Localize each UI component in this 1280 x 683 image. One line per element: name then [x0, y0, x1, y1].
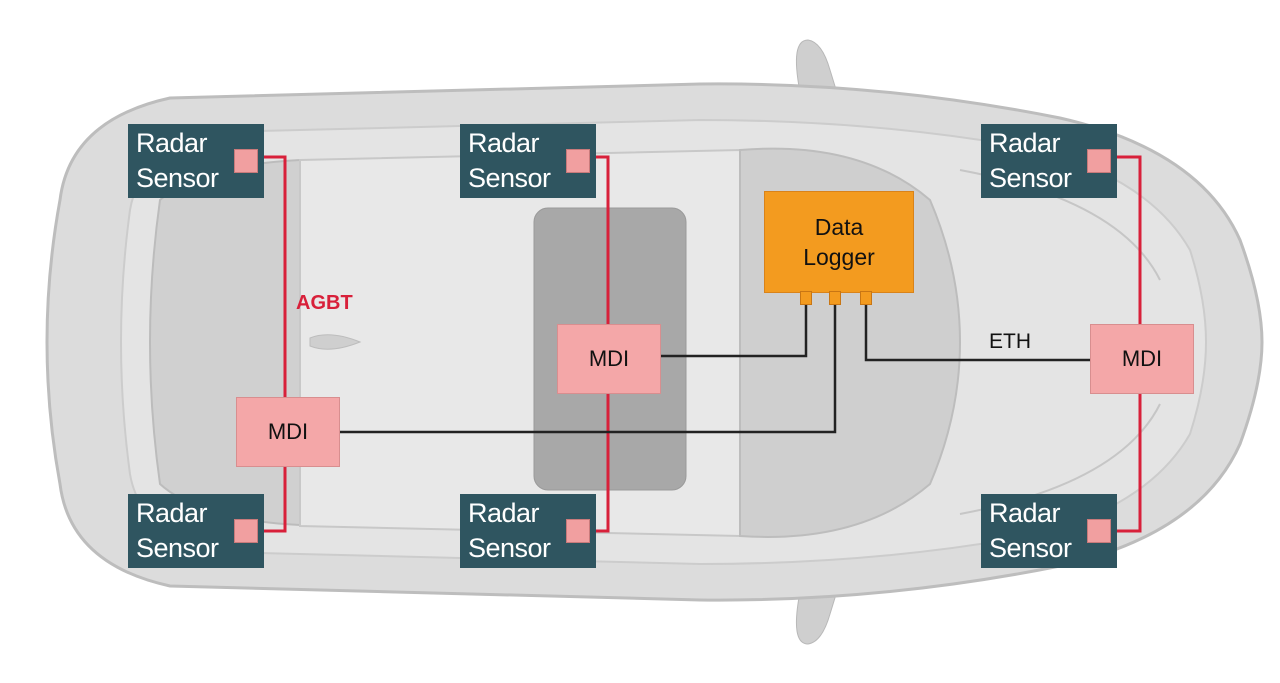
sensor-label-line2: Sensor	[136, 533, 219, 563]
sensor-label-line1: Radar	[468, 498, 540, 528]
sensor-port	[566, 519, 590, 543]
logger-label-line1: Data	[814, 214, 864, 240]
radar-sensor-rear-left: Radar Sensor	[128, 124, 264, 198]
sensor-label-line2: Sensor	[136, 163, 219, 193]
sensor-label-line1: Radar	[468, 128, 540, 158]
eth-label: ETH	[989, 330, 1031, 353]
sensor-label-line1: Radar	[136, 128, 208, 158]
sensor-port	[234, 149, 258, 173]
logger-port-1	[800, 291, 812, 305]
agbt-label: AGBT	[296, 292, 353, 314]
radar-sensor-middle-left: Radar Sensor	[460, 124, 596, 198]
sensor-port	[566, 149, 590, 173]
radar-sensor-front-left: Radar Sensor	[981, 124, 1117, 198]
sensor-label-line2: Sensor	[468, 533, 551, 563]
logger-port-3	[860, 291, 872, 305]
sensor-label-line2: Sensor	[989, 533, 1072, 563]
mdi-rear: MDI	[236, 397, 340, 467]
mdi-middle: MDI	[557, 324, 661, 394]
mdi-label: MDI	[588, 346, 630, 371]
logger-port-2	[829, 291, 841, 305]
sensor-port	[1087, 149, 1111, 173]
logger-label-line2: Logger	[803, 244, 875, 270]
sensor-label-line2: Sensor	[989, 163, 1072, 193]
radar-sensor-front-right: Radar Sensor	[981, 494, 1117, 568]
sensor-label-line1: Radar	[136, 498, 208, 528]
radar-sensor-rear-right: Radar Sensor	[128, 494, 264, 568]
mdi-label: MDI	[1121, 346, 1163, 371]
sensor-label-line1: Radar	[989, 498, 1061, 528]
mdi-front: MDI	[1090, 324, 1194, 394]
sensor-label-line1: Radar	[989, 128, 1061, 158]
sensor-port	[1087, 519, 1111, 543]
sensor-port	[234, 519, 258, 543]
mdi-label: MDI	[267, 419, 309, 444]
radar-sensor-middle-right: Radar Sensor	[460, 494, 596, 568]
sensor-label-line2: Sensor	[468, 163, 551, 193]
data-logger: Data Logger	[764, 191, 914, 293]
